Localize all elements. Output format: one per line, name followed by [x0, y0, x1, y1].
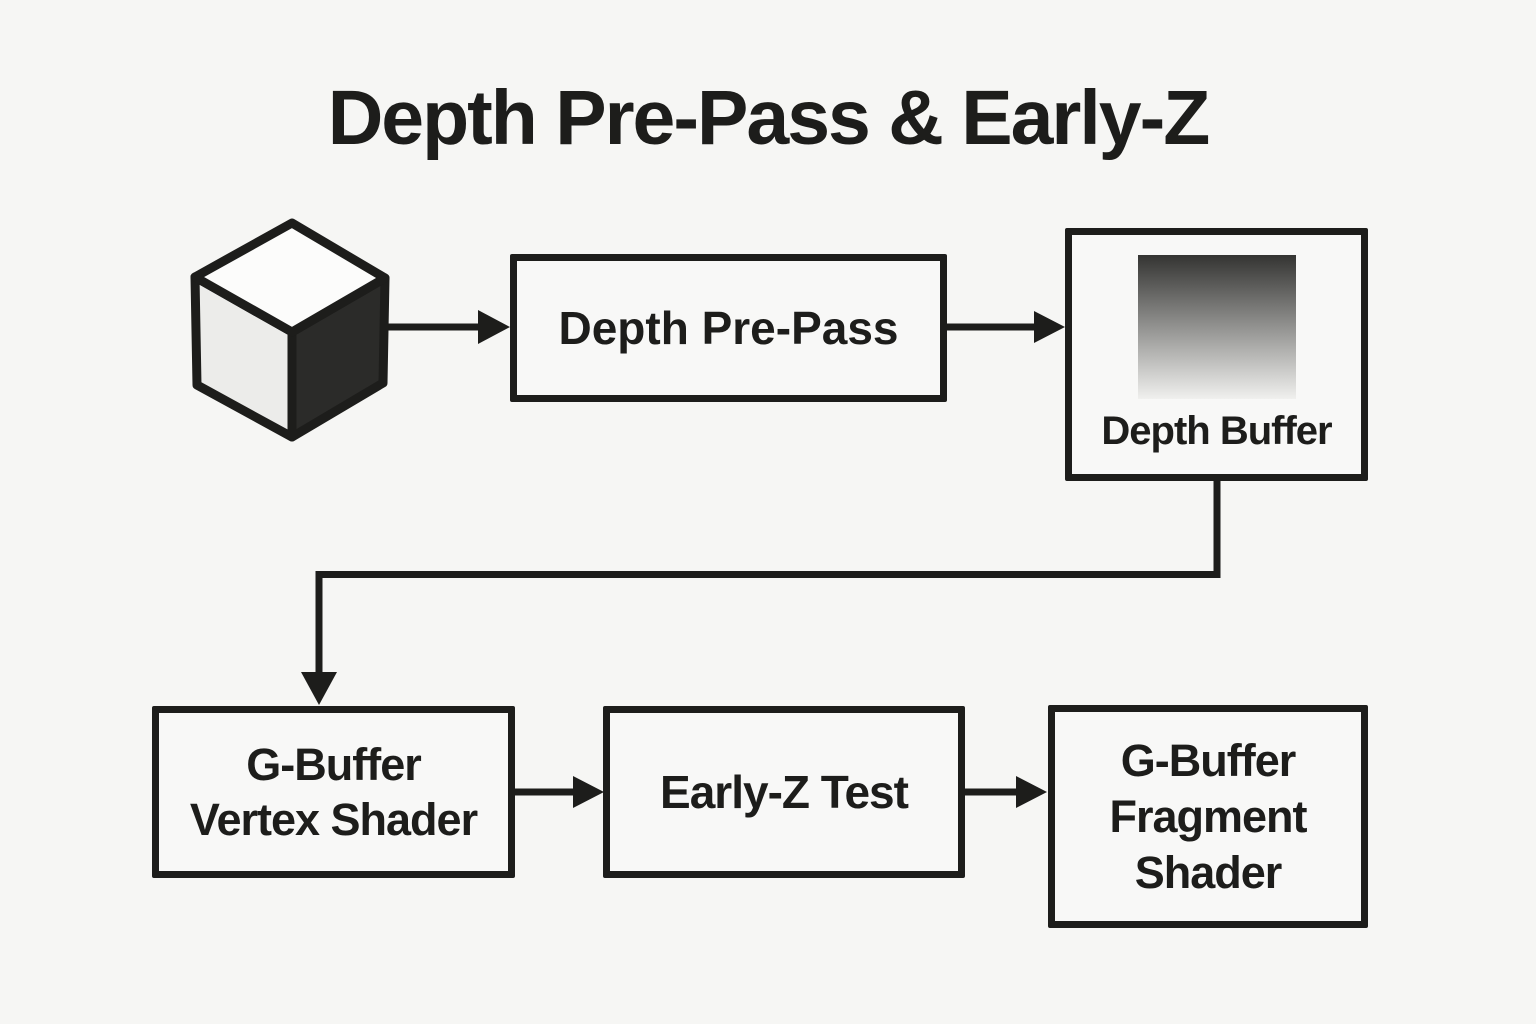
node-label-line: G-Buffer [1120, 734, 1296, 786]
node-depth-pre-pass: Depth Pre-Pass [510, 254, 947, 402]
node-label: Early-Z Test [660, 766, 909, 818]
node-g-buffer-vertex-shader: G-Buffer Vertex Shader [152, 706, 515, 878]
edge-g-buffer-vertex-shader-to-early-z-test [513, 776, 604, 808]
node-g-buffer-fragment-shader: G-Buffer Fragment Shader [1048, 705, 1368, 928]
node-label: Depth Pre-Pass [558, 302, 899, 354]
node-label-line: Fragment [1109, 790, 1307, 842]
depth-gradient-thumbnail [1137, 255, 1296, 399]
node-depth-buffer: Depth Buffer [1065, 228, 1368, 481]
node-label-line: Shader [1134, 846, 1283, 898]
cube-icon [190, 218, 390, 442]
node-label: Depth Buffer [1101, 409, 1332, 453]
edge-early-z-test-to-g-buffer-fragment-shader [963, 776, 1047, 808]
edge-cube-to-depth-pre-pass [380, 310, 510, 344]
node-label-line: G-Buffer [246, 739, 421, 790]
edge-depth-buffer-to-g-buffer-vertex-shader [301, 481, 1221, 705]
node-label-line: Vertex Shader [189, 794, 478, 845]
node-early-z-test: Early-Z Test [603, 706, 965, 878]
edge-depth-pre-pass-to-depth-buffer [947, 311, 1065, 343]
diagram-title: Depth Pre-Pass & Early-Z [327, 75, 1211, 161]
